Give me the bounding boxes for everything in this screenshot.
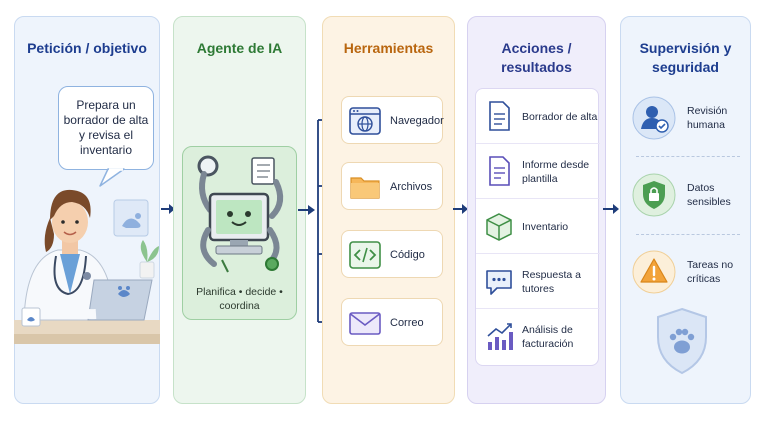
warning-icon xyxy=(632,250,676,294)
action-label: Borrador de alta xyxy=(522,110,598,123)
supervision-title: Supervisión y seguridad xyxy=(639,40,732,75)
arrow-actions-to-supervision xyxy=(603,204,619,214)
tool-code: Código xyxy=(341,230,443,278)
document-icon xyxy=(489,101,510,131)
action-item: Borrador de alta xyxy=(476,89,600,144)
action-label: Inventario xyxy=(522,220,569,233)
tool-label: Archivos xyxy=(390,181,433,193)
supervision-label: Datos sensibles xyxy=(687,182,731,208)
request-text: Prepara un borrador de alta y revisa el … xyxy=(63,98,149,157)
tool-label: Navegador xyxy=(390,115,444,127)
supervision-item: Datos sensibles xyxy=(632,165,742,235)
supervision-label: Tareas no críticas xyxy=(687,259,734,285)
envelope-icon xyxy=(349,312,381,335)
divider xyxy=(636,156,740,157)
veterinarian-illustration xyxy=(14,189,160,344)
arrow-request-to-agent xyxy=(161,204,175,214)
request-title: Petición / objetivo xyxy=(27,40,147,56)
action-item: Respuesta a tutores xyxy=(476,254,600,309)
tool-mail: Correo xyxy=(341,298,443,346)
action-item: Análisis de facturación xyxy=(476,309,600,367)
shield-lock-icon xyxy=(632,173,676,217)
supervision-item: Revisión humana xyxy=(632,88,742,158)
action-label: Análisis de facturación xyxy=(522,323,574,350)
user-check-icon xyxy=(632,96,676,140)
speech-bubble: Prepara un borrador de alta y revisa el … xyxy=(58,86,154,170)
action-item: Inventario xyxy=(476,199,600,254)
supervision-label: Revisión humana xyxy=(687,105,728,131)
action-label: Respuesta a tutores xyxy=(522,268,581,295)
report-icon xyxy=(489,156,510,186)
actions-title: Acciones / resultados xyxy=(501,40,572,75)
tool-files: Archivos xyxy=(341,162,443,210)
paw-shield-icon xyxy=(657,307,707,375)
bar-chart-icon xyxy=(487,323,513,350)
agent-title: Agente de IA xyxy=(196,40,283,56)
tool-browser: Navegador xyxy=(341,96,444,144)
tool-label: Código xyxy=(390,249,425,261)
box-icon xyxy=(486,213,512,241)
divider xyxy=(636,234,740,235)
tools-title: Herramientas xyxy=(343,40,434,56)
action-label: Informe desde plantilla xyxy=(522,158,590,185)
agent-caption: Planifica • decide • coordina xyxy=(196,286,283,312)
arrow-tools-to-actions xyxy=(453,204,468,214)
action-item: Informe desde plantilla xyxy=(476,144,600,199)
robot-computer-icon xyxy=(197,155,284,273)
code-icon xyxy=(349,241,381,269)
chat-icon xyxy=(486,270,512,295)
folder-icon xyxy=(350,177,380,199)
globe-browser-icon xyxy=(349,107,381,135)
actions-list: Borrador de alta Informe desde plantilla… xyxy=(475,88,600,367)
supervision-item: Tareas no críticas xyxy=(632,242,742,312)
tool-label: Correo xyxy=(390,317,424,329)
